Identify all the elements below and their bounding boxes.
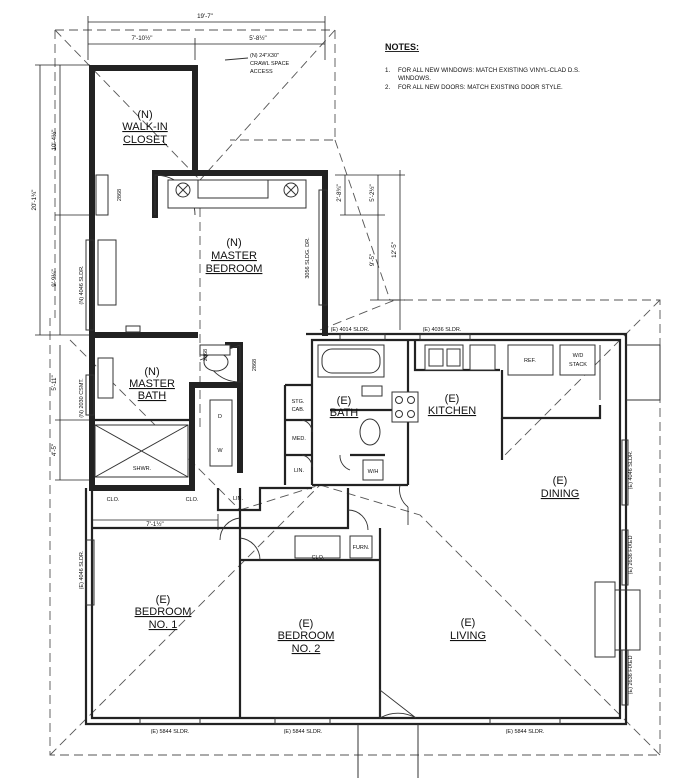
existing-walls — [84, 332, 628, 726]
clo-label-3: CLO. — [312, 555, 325, 561]
crawl-access-line2: CRAWL SPACE — [250, 61, 290, 67]
range — [391, 391, 419, 423]
win-right-bed-label: 3056 SLDG. DR. — [305, 237, 311, 279]
lin-label-2: LIN. — [294, 468, 305, 474]
room-living-tag: (E) — [461, 617, 476, 629]
wd-label-2: STACK — [569, 362, 587, 368]
room-master-bedroom-tag: (N) — [226, 237, 241, 249]
room-kitchen-name1: KITCHEN — [428, 405, 476, 417]
room-bedroom2-name2: NO. 2 — [292, 643, 321, 655]
dim-clo-width: 7'-1½" — [146, 521, 163, 528]
win-dining-label: (E) 4046 SLDR. — [628, 450, 634, 489]
dim-right-b: 5'-2½" — [369, 184, 376, 201]
dim-left-bedroom: 9'-9¼" — [51, 269, 58, 286]
room-bedroom2-name1: BEDROOM — [278, 630, 335, 642]
door-2868-a: 2868 — [117, 189, 123, 201]
room-living-name1: LIVING — [450, 630, 486, 642]
room-master-bedroom-name2: BEDROOM — [206, 263, 263, 275]
dim-left-overall: 20'-1¾" — [31, 190, 38, 211]
room-labels: (N) WALK-IN CLOSET (N) MASTER BEDROOM (N… — [122, 109, 579, 655]
crawl-access-line3: ACCESS — [250, 69, 273, 75]
stg-cab-label-2: CAB. — [292, 407, 305, 413]
win-fixed-2-label: (E) 2636 FIXED — [628, 656, 634, 695]
door-2868-c: 2868 — [252, 359, 258, 371]
room-bedroom2-tag: (E) — [299, 618, 314, 630]
door-2868-b: 2868 — [203, 349, 209, 361]
room-master-bath-tag: (N) — [144, 366, 159, 378]
dim-closet-width: 7'-10½" — [132, 35, 153, 42]
dim-overall-top: 19'-7" — [197, 13, 213, 20]
win-bed1-side-label: (E) 4046 SLDR. — [79, 550, 85, 589]
win-left-bed-label: (N) 4046 SLDR. — [79, 265, 85, 305]
furn-label: FURN. — [353, 545, 370, 551]
room-dining-tag: (E) — [553, 475, 568, 487]
med-label: MED. — [292, 436, 306, 442]
win-bed1-bottom-label: (E) 5844 SLDR. — [151, 729, 190, 735]
win-kitchen-label: (E) 4036 SLDR. — [423, 327, 462, 333]
dimension-lines — [35, 16, 405, 530]
lin-label-1: LIN. — [233, 496, 244, 502]
clo-label-1: CLO. — [107, 497, 120, 503]
room-walkin-closet-name2: CLOSET — [123, 134, 167, 146]
notes-title: NOTES: — [385, 42, 419, 52]
dim-left-shower: 4'-5" — [51, 444, 58, 456]
room-kitchen-tag: (E) — [445, 393, 460, 405]
dim-top-right: 5'-8½" — [249, 35, 266, 42]
bottom-extension-lines — [357, 724, 419, 778]
room-bedroom1-name1: BEDROOM — [135, 606, 192, 618]
room-bedroom1-name2: NO. 1 — [149, 619, 178, 631]
room-walkin-closet-tag: (N) — [137, 109, 152, 121]
stg-cab-label-1: STG. — [292, 399, 305, 405]
room-master-bedroom-name1: MASTER — [211, 250, 257, 262]
room-master-bath-name1: MASTER — [129, 378, 175, 390]
d-label: D — [218, 414, 222, 420]
win-living-bottom-label: (E) 5844 SLDR. — [506, 729, 545, 735]
wd-label-1: W/D — [573, 353, 584, 359]
roof-outline — [49, 29, 661, 756]
room-bedroom1-tag: (E) — [156, 594, 171, 606]
shower-label: SHWR. — [133, 466, 152, 472]
w-label: W — [217, 448, 223, 454]
note-1-line1: FOR ALL NEW WINDOWS: MATCH EXISTING VINY… — [398, 67, 580, 74]
ref-label: REF. — [524, 358, 536, 364]
win-fixed-1-label: (E) 2636 FIXED — [628, 536, 634, 575]
notes-block: NOTES: 1. FOR ALL NEW WINDOWS: MATCH EXI… — [385, 42, 580, 91]
clo-label-2: CLO. — [186, 497, 199, 503]
dim-right-c: 9'-5" — [369, 254, 376, 266]
note-2-num: 2. — [385, 84, 390, 91]
win-e-bath-label: (E) 4014 SLDR. — [331, 327, 370, 333]
dim-left-closet: 10'-4½" — [51, 130, 58, 151]
dim-left-bath: 5'-11" — [51, 375, 58, 390]
fixtures — [94, 179, 596, 559]
room-walkin-closet-name1: WALK-IN — [122, 121, 167, 133]
note-1-line2: WINDOWS. — [398, 75, 431, 82]
refrigerator — [507, 344, 554, 376]
room-e-bath-name1: BATH — [330, 407, 359, 419]
win-bath-label: (N) 2030 CSMT. — [79, 378, 85, 418]
dim-right-a: 2'-8¾" — [336, 184, 343, 201]
fixture-labels: (N) 24"X30" CRAWL SPACE ACCESS (N) 4046 … — [79, 53, 634, 735]
wh-label: W/H — [368, 469, 379, 475]
room-master-bath-name2: BATH — [138, 390, 167, 402]
dim-right-d: 12'-5" — [391, 242, 398, 258]
room-dining-name1: DINING — [541, 488, 580, 500]
room-e-bath-tag: (E) — [337, 395, 352, 407]
note-1-num: 1. — [385, 67, 390, 74]
crawl-access-line1: (N) 24"X30" — [250, 53, 279, 59]
win-bed2-bottom-label: (E) 5844 SLDR. — [284, 729, 323, 735]
note-2-line1: FOR ALL NEW DOORS: MATCH EXISTING DOOR S… — [398, 84, 563, 91]
windows — [85, 174, 629, 725]
